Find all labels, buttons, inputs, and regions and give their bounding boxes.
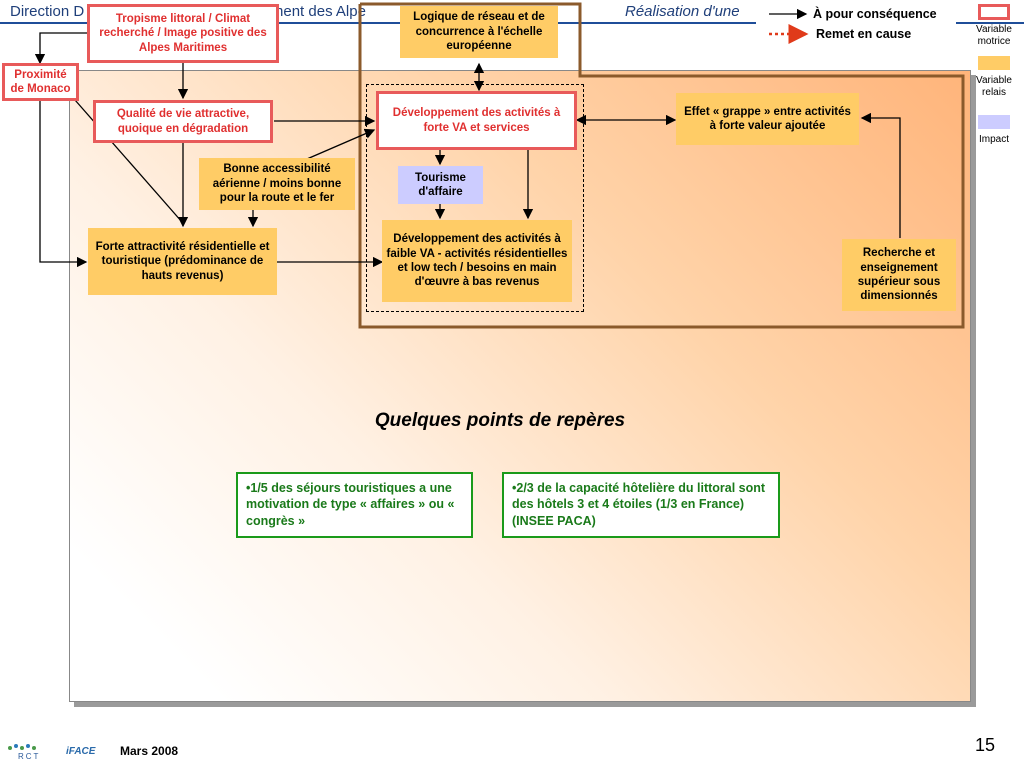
box-tropisme-littoral: Tropisme littoral / Climat recherché / I… [87, 4, 279, 63]
legend-questions-label: Remet en cause [816, 27, 912, 41]
header-title-right: Réalisation d'une [625, 3, 740, 20]
legend-motrice-label: Variable motrice [976, 24, 1012, 47]
rct-logo: RCT [4, 742, 54, 764]
rct-logo-mark [8, 744, 36, 750]
legend-relais-label: Variable relais [976, 75, 1012, 98]
header-title-left-start: Direction D [10, 3, 85, 20]
box-forte-attractivite: Forte attractivité résidentielle et tour… [88, 228, 277, 295]
footer-date: Mars 2008 [120, 744, 179, 758]
legend-impact-label: Impact [978, 134, 1009, 145]
legend-impact-swatch [978, 115, 1010, 129]
box-qualite-de-vie: Qualité de vie attractive, quoique en dé… [93, 100, 273, 143]
rct-logo-text: RCT [18, 752, 41, 761]
legend-arrows: À pour conséquence Remet en cause [756, 2, 956, 46]
page-number: 15 [975, 735, 996, 755]
box-accessibilite: Bonne accessibilité aérienne / moins bon… [199, 158, 355, 210]
box-tourisme-affaire: Tourisme d'affaire [398, 166, 483, 204]
box-proximite-monaco: Proximité de Monaco [2, 63, 79, 101]
point-card-affaires: •1/5 des séjours touristiques a une moti… [236, 472, 473, 538]
points-title: Quelques points de repères [374, 410, 626, 431]
legend-relais-swatch [978, 56, 1010, 70]
legend-arrow-samples [769, 8, 809, 44]
box-developpement-faible-va: Développement des activités à faible VA … [382, 220, 572, 302]
header-title-left-end: pement des Alpe [254, 3, 366, 20]
box-developpement-forte-va: Développement des activités à forte VA e… [376, 91, 577, 150]
box-effet-grappe: Effet « grappe » entre activités à forte… [676, 93, 859, 145]
legend-consequence-label: À pour conséquence [813, 7, 937, 21]
iface-logo: iFACE [66, 746, 96, 757]
box-recherche-enseignement: Recherche et enseignement supérieur sous… [842, 239, 956, 311]
box-logique-reseau: Logique de réseau et de concurrence à l'… [400, 6, 558, 58]
header-title-left: Direction D pement des Alpe [10, 3, 366, 20]
point-card-hotellerie: •2/3 de la capacité hôtelière du littora… [502, 472, 780, 538]
legend-motrice-swatch [978, 4, 1010, 20]
